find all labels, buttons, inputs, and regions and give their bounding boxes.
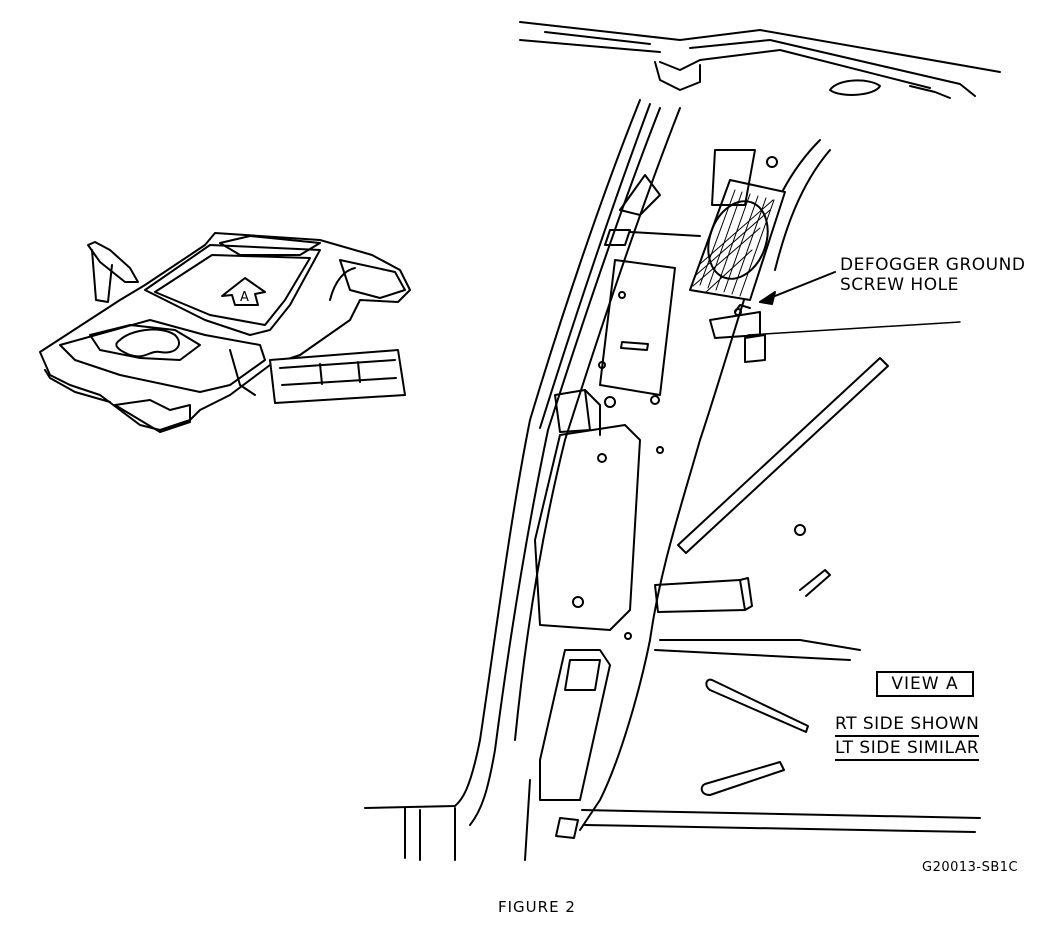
callout-screw-hole: SCREW HOLE	[840, 275, 959, 295]
drawing-code: G20013-SB1C	[922, 860, 1019, 875]
note-lt-side-similar: LT SIDE SIMILAR	[835, 737, 980, 761]
pillar-assembly	[364, 21, 1001, 861]
view-a-label: VIEW A	[876, 671, 974, 697]
callout-defogger-ground: DEFOGGER GROUND	[840, 255, 1026, 275]
inset-marker: A	[240, 290, 249, 305]
note-rt-side-shown: RT SIDE SHOWN	[835, 713, 980, 737]
callout-leader	[759, 271, 836, 305]
car-body-inset: A	[39, 232, 411, 433]
figure-caption: FIGURE 2	[498, 898, 576, 916]
